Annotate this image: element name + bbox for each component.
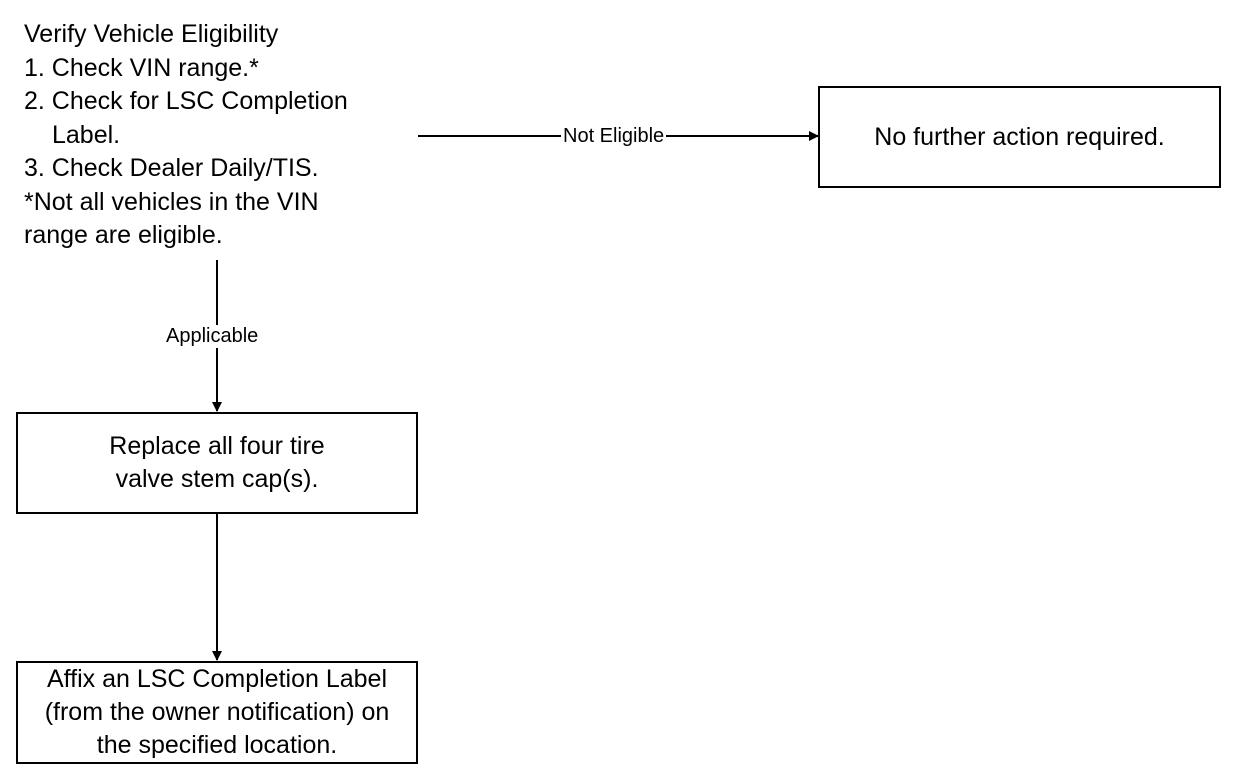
affix-label-line-2: (from the owner notification) on xyxy=(44,698,390,726)
verify-step-3: 3. Check Dealer Daily/TIS. xyxy=(24,154,319,182)
verify-eligibility-block: Verify Vehicle Eligibility 1. Check VIN … xyxy=(24,18,404,253)
affix-label-box: Affix an LSC Completion Label (from the … xyxy=(16,661,418,764)
replace-caps-line-1: Replace all four tire xyxy=(109,432,325,460)
not-eligible-label: Not Eligible xyxy=(561,125,667,148)
replace-caps-line-2: valve stem cap(s). xyxy=(115,465,319,493)
replace-caps-box: Replace all four tire valve stem cap(s). xyxy=(16,412,418,514)
no-action-box: No further action required. xyxy=(818,86,1221,188)
verify-step-1: 1. Check VIN range.* xyxy=(24,53,259,82)
verify-step-2: 2. Check for LSC Completion xyxy=(24,87,348,115)
verify-step-2-continued: Label. xyxy=(52,120,121,149)
applicable-label: Applicable xyxy=(164,325,261,348)
verify-note-line-1: *Not all vehicles in the VIN xyxy=(24,187,319,216)
affix-label-line-1: Affix an LSC Completion Label xyxy=(46,665,387,693)
no-action-text: No further action required. xyxy=(874,122,1165,151)
verify-title: Verify Vehicle Eligibility xyxy=(24,20,279,48)
verify-note-line-2: range are eligible. xyxy=(24,221,223,249)
affix-label-line-3: the specified location. xyxy=(96,731,338,759)
